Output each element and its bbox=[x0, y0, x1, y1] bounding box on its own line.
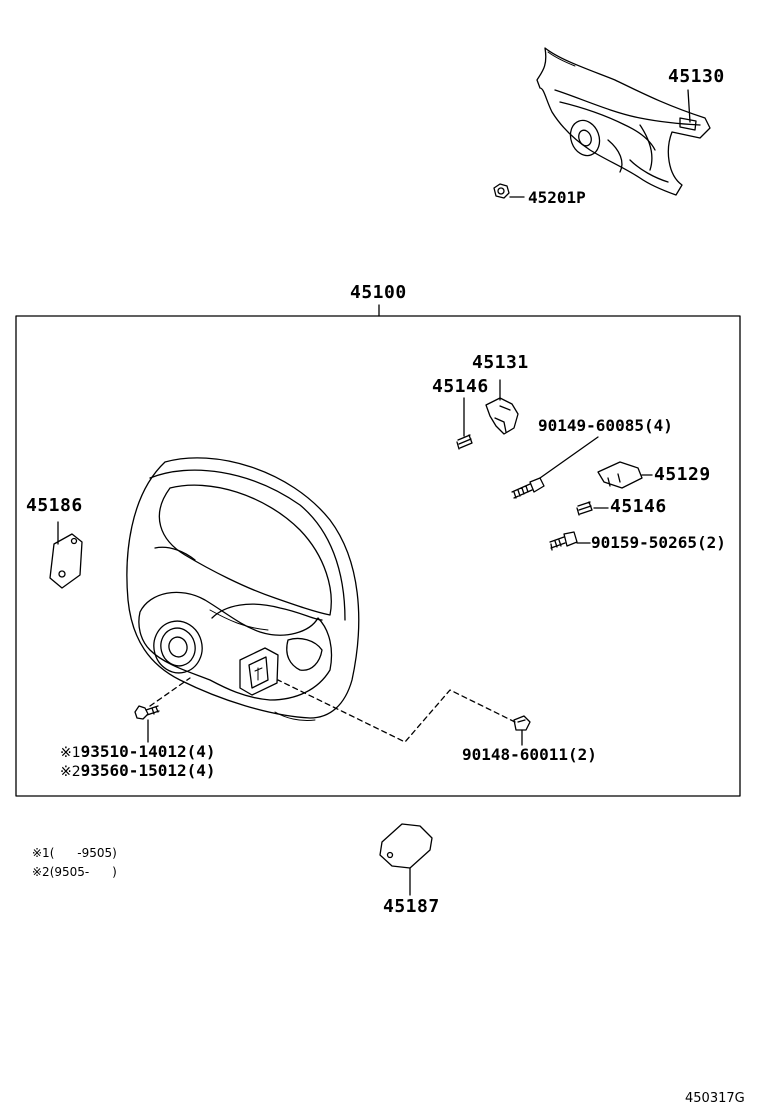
part-label-45131: 45131 bbox=[472, 352, 529, 373]
part-label-45129: 45129 bbox=[654, 464, 711, 485]
part-label-90149: 90149-60085(4) bbox=[538, 416, 673, 435]
leader-45130 bbox=[687, 89, 691, 123]
part-label-45186: 45186 bbox=[26, 495, 83, 516]
part-label-45146-mid: 45146 bbox=[610, 496, 667, 517]
spring-45146-top-part bbox=[456, 434, 473, 450]
spring-45146-mid-part bbox=[576, 501, 593, 516]
part-label-45130: 45130 bbox=[668, 66, 725, 87]
nut-45201p-part bbox=[493, 183, 510, 199]
leader-clip-to-wheel bbox=[277, 679, 516, 743]
part-label-45100: 45100 bbox=[350, 282, 407, 303]
diagram-code: 450317G bbox=[685, 1091, 745, 1106]
part-label-45187: 45187 bbox=[383, 896, 440, 917]
assembly-45100-frame bbox=[15, 315, 741, 797]
cover-45187-part bbox=[379, 823, 433, 869]
note-1: ※1( -9505) bbox=[32, 846, 117, 860]
note-2: ※2(9505- ) bbox=[32, 865, 117, 879]
screw-93510-part bbox=[134, 705, 160, 720]
cover-45186-part bbox=[49, 533, 83, 589]
bracket-45129-part bbox=[597, 461, 643, 489]
bracket-45131-part bbox=[485, 397, 519, 435]
part-label-93510: ※193510-14012(4) bbox=[60, 742, 216, 761]
leader-90149 bbox=[539, 436, 599, 479]
screw-90149-part bbox=[511, 477, 545, 499]
horn-pad-45130-part bbox=[536, 47, 711, 196]
part-label-45146-top: 45146 bbox=[432, 376, 489, 397]
mark-2: ※2 bbox=[60, 764, 81, 780]
leader-screw-to-wheel bbox=[149, 677, 191, 707]
part-label-90148: 90148-60011(2) bbox=[462, 745, 597, 764]
part-label-45201p: 45201P bbox=[528, 188, 586, 207]
part-label-93560: ※293560-15012(4) bbox=[60, 761, 216, 780]
screw-90159-part bbox=[549, 531, 578, 551]
steering-wheel-part bbox=[126, 457, 360, 721]
part-label-90159: 90159-50265(2) bbox=[591, 533, 726, 552]
clip-90148-part bbox=[513, 715, 531, 731]
mark-1: ※1 bbox=[60, 745, 81, 761]
